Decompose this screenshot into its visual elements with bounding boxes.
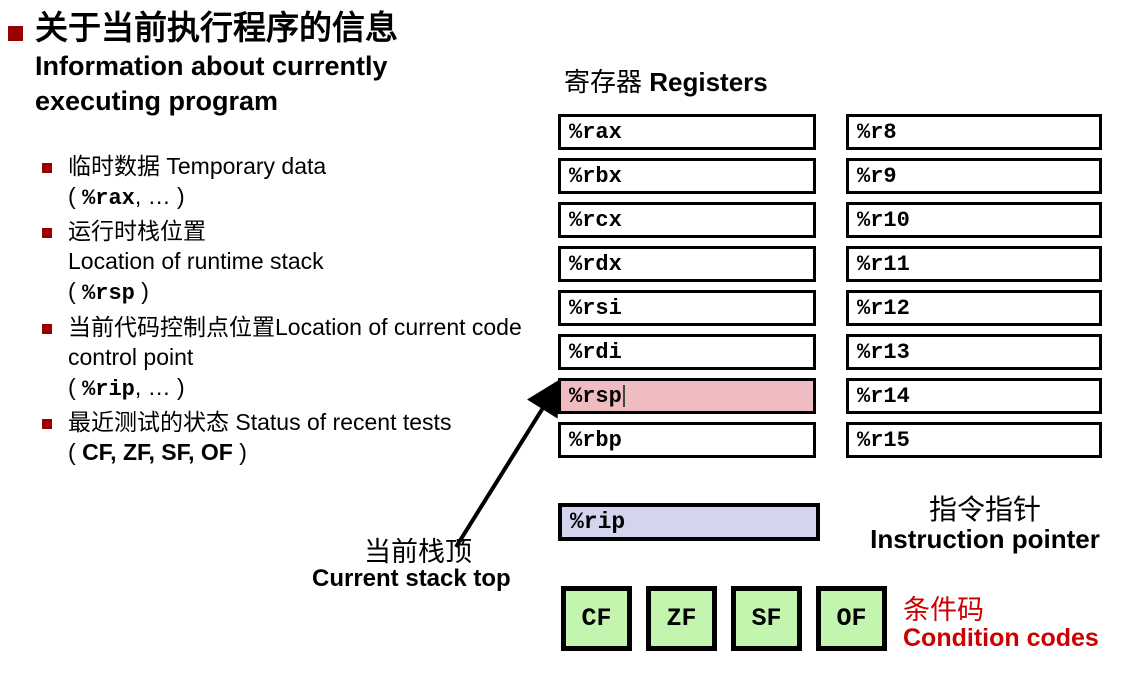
bullet-3-chinese: 最近测试的状态: [68, 409, 229, 436]
register-label: %rax: [569, 119, 622, 145]
registers-heading-chinese: 寄存器: [564, 67, 643, 97]
register-box-rbx[interactable]: %rbx: [558, 158, 816, 194]
stack-top-caption: 当前栈顶 Current stack top: [312, 538, 552, 593]
list-item: 最近测试的状态 Status of recent tests ( CF, ZF,…: [40, 408, 540, 468]
condition-code-flag-group: CF ZF SF OF: [561, 586, 887, 651]
register-label: %r12: [857, 295, 910, 321]
left-content-pane: 关于当前执行程序的信息 Information about currently …: [0, 0, 556, 675]
condition-codes-english: Condition codes: [903, 624, 1099, 653]
register-label: %rsi: [569, 295, 622, 321]
stack-top-english: Current stack top: [312, 565, 511, 593]
flag-label: CF: [581, 604, 612, 633]
page-title-chinese: 关于当前执行程序的信息: [35, 9, 398, 46]
register-label: %r8: [857, 119, 897, 145]
register-box-rbp[interactable]: %rbp: [558, 422, 816, 458]
bullet-1-paren-close: ): [134, 278, 149, 305]
register-column-right: %r8 %r9 %r10 %r11 %r12 %r13 %r14 %r15: [846, 114, 1102, 466]
bullet-1-english: Location of runtime stack: [68, 248, 324, 275]
register-box-r15[interactable]: %r15: [846, 422, 1102, 458]
bullet-0-chinese: 临时数据: [68, 153, 160, 179]
bullet-list: 临时数据 Temporary data ( %rax, … ) 运行时栈位置 L…: [40, 152, 540, 472]
bullet-0-paren-close: , … ): [134, 182, 185, 209]
flag-box-sf[interactable]: SF: [731, 586, 802, 651]
bullet-2-chinese: 当前代码控制点位置: [68, 313, 275, 340]
register-box-r8[interactable]: %r8: [846, 114, 1102, 150]
bullet-2-english: Location of current code control point: [68, 313, 522, 370]
bullet-1-paren-open: (: [68, 278, 83, 305]
registers-heading-english: Registers: [649, 67, 768, 97]
register-label: %r9: [857, 163, 897, 189]
condition-codes-label: 条件码 Condition codes: [903, 595, 1134, 653]
flag-label: OF: [836, 604, 867, 633]
register-box-rcx[interactable]: %rcx: [558, 202, 816, 238]
register-box-r10[interactable]: %r10: [846, 202, 1102, 238]
register-box-r9[interactable]: %r9: [846, 158, 1102, 194]
list-item: 当前代码控制点位置Location of current code contro…: [40, 313, 540, 404]
registers-heading: 寄存器 Registers: [564, 62, 768, 99]
slide-title-row: 关于当前执行程序的信息 Information about currently …: [8, 9, 548, 119]
bullet-2-paren-open: (: [68, 373, 83, 400]
register-box-r14[interactable]: %r14: [846, 378, 1102, 414]
list-item: 运行时栈位置 Location of runtime stack ( %rsp …: [40, 217, 540, 308]
register-label: %r10: [857, 207, 910, 233]
register-box-rax[interactable]: %rax: [558, 114, 816, 150]
condition-codes-chinese: 条件码: [903, 595, 984, 625]
register-label: %r11: [857, 251, 910, 277]
stack-top-chinese: 当前栈顶: [364, 537, 472, 567]
register-label: %rbp: [569, 427, 622, 453]
flag-box-of[interactable]: OF: [816, 586, 887, 651]
register-label: %rcx: [569, 207, 622, 233]
register-box-rdx[interactable]: %rdx: [558, 246, 816, 282]
register-box-rsi[interactable]: %rsi: [558, 290, 816, 326]
bullet-2-register: %rip: [82, 376, 135, 402]
register-label: %rdi: [569, 339, 622, 365]
register-label: %r15: [857, 427, 910, 453]
register-label: %rsp: [569, 383, 622, 409]
flag-label: SF: [751, 604, 782, 633]
register-label: %rip: [570, 509, 626, 535]
text-cursor-caret: [622, 385, 625, 407]
register-label: %rbx: [569, 163, 622, 189]
instruction-pointer-english: Instruction pointer: [870, 524, 1100, 555]
instruction-pointer-label: 指令指针 Instruction pointer: [840, 494, 1130, 555]
flag-label: ZF: [666, 604, 697, 633]
register-box-rsp-highlighted[interactable]: %rsp: [558, 378, 816, 414]
register-box-r12[interactable]: %r12: [846, 290, 1102, 326]
register-box-r11[interactable]: %r11: [846, 246, 1102, 282]
bullet-1-chinese: 运行时栈位置: [68, 218, 206, 245]
register-label: %rdx: [569, 251, 622, 277]
instruction-pointer-chinese: 指令指针: [928, 494, 1041, 525]
bullet-1-register: %rsp: [82, 281, 135, 307]
bullet-3-paren-close: ): [232, 439, 247, 466]
register-box-rdi[interactable]: %rdi: [558, 334, 816, 370]
bullet-0-english: Temporary data: [160, 153, 327, 179]
title-bullet-square-icon: [8, 26, 23, 41]
bullet-3-english: Status of recent tests: [229, 409, 452, 436]
bullet-3-paren-open: (: [68, 439, 83, 466]
register-label: %r13: [857, 339, 910, 365]
flag-box-zf[interactable]: ZF: [646, 586, 717, 651]
title-block: 关于当前执行程序的信息 Information about currently …: [35, 9, 548, 119]
stack-top-pointer-arrow-icon: [454, 378, 562, 549]
page-title-english: Information about currently executing pr…: [35, 50, 388, 117]
register-label: %r14: [857, 383, 910, 409]
register-column-left: %rax %rbx %rcx %rdx %rsi %rdi %rsp %rbp: [558, 114, 816, 466]
bullet-3-flags: CF, ZF, SF, OF: [82, 439, 233, 466]
bullet-0-register: %rax: [82, 185, 135, 211]
bullet-0-paren-open: (: [68, 182, 83, 209]
register-box-r13[interactable]: %r13: [846, 334, 1102, 370]
register-box-rip[interactable]: %rip: [558, 503, 820, 541]
list-item: 临时数据 Temporary data ( %rax, … ): [40, 152, 540, 213]
flag-box-cf[interactable]: CF: [561, 586, 632, 651]
bullet-2-paren-close: , … ): [134, 373, 185, 400]
